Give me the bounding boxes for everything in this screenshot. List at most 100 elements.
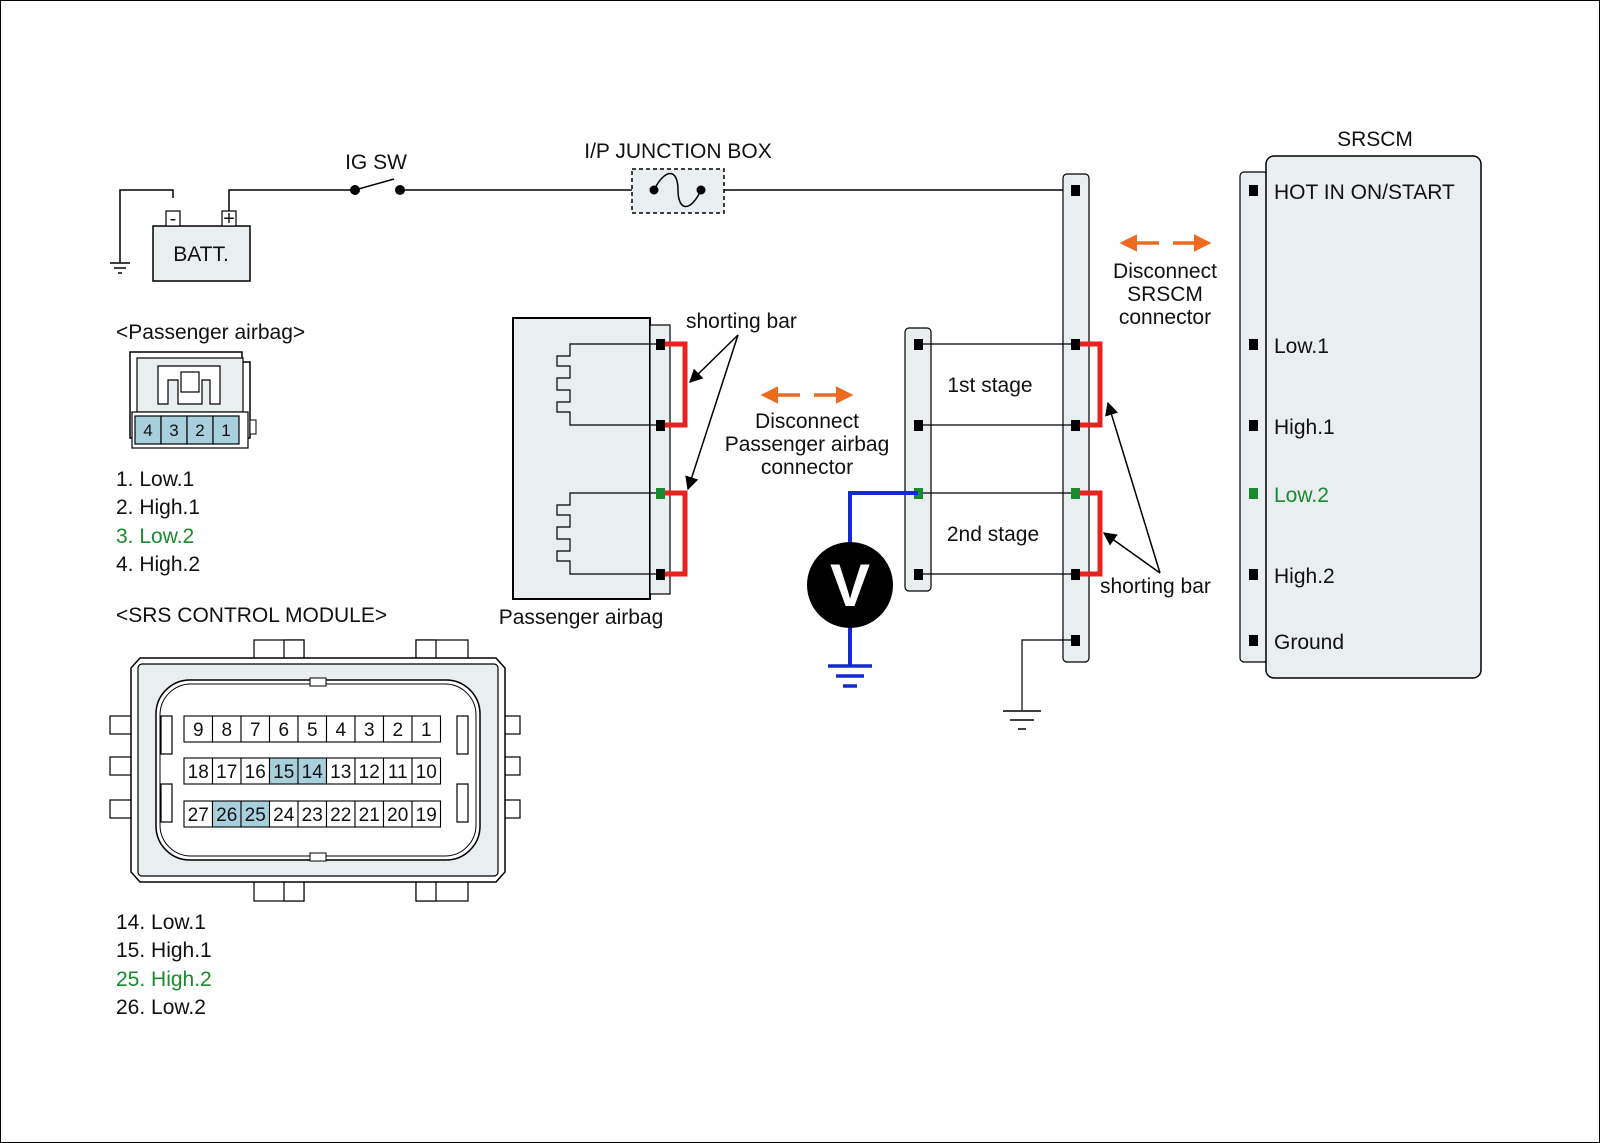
ip-junction-box-label: I/P JUNCTION BOX xyxy=(584,140,771,163)
srs-module-pin-number: 26 xyxy=(216,805,237,826)
srs-module-pin-number: 11 xyxy=(388,762,408,783)
srs-module-pin-cell xyxy=(382,757,413,785)
srscm-pin-high2: High.2 xyxy=(1274,565,1335,588)
srs-module-pin-number: 27 xyxy=(188,805,209,826)
passenger-pin-3: 3. Low.2 xyxy=(116,525,194,548)
srs-module-pin-number: 24 xyxy=(273,805,295,826)
power-circuit: - + BATT. IG SW I/P JUNCTION BOX xyxy=(110,140,1075,282)
srscm-pin-ground: Ground xyxy=(1274,631,1344,654)
passenger-connector-pin-number: 2 xyxy=(195,421,204,440)
srs-module-pin-number: 13 xyxy=(330,762,351,783)
srs-pin-14: 14. Low.1 xyxy=(116,911,206,934)
srs-pin-list: 14. Low.1 15. High.1 25. High.2 26. Low.… xyxy=(116,911,212,1019)
battery: - + BATT. xyxy=(152,208,251,282)
shorting-bar-arrow-3 xyxy=(1105,401,1161,574)
second-stage-label: 2nd stage xyxy=(947,523,1039,546)
srs-module-pin-number: 5 xyxy=(307,720,318,741)
srs-module-pin-number: 19 xyxy=(416,805,437,826)
srs-module-pin-cell xyxy=(240,715,271,743)
srs-module-title: <SRS CONTROL MODULE> xyxy=(116,604,387,627)
ignition-switch: IG SW xyxy=(345,151,407,195)
passenger-connector-pin-cell xyxy=(134,415,162,445)
srs-module-pin-cell xyxy=(268,757,299,785)
passenger-connector-pin-number: 1 xyxy=(221,421,230,440)
srscm-pin-low1: Low.1 xyxy=(1274,335,1329,358)
first-stage-label: 1st stage xyxy=(947,374,1032,397)
srs-module-pin-cell xyxy=(411,757,442,785)
srscm-pin-low2: Low.2 xyxy=(1274,484,1329,507)
srs-module-pin-number: 22 xyxy=(330,805,351,826)
srs-module-pin-cell xyxy=(297,757,328,785)
passenger-pin-2: 2. High.1 xyxy=(116,496,200,519)
disconnect-pab-line3: connector xyxy=(761,456,853,479)
srs-module-pin-cell xyxy=(211,800,242,828)
passenger-connector-pin-cell xyxy=(212,415,240,445)
srs-module-pin-cell xyxy=(211,757,242,785)
srs-module-pin-number: 16 xyxy=(245,762,266,783)
passenger-airbag-unit: Passenger airbag xyxy=(499,317,688,629)
srs-module-pin-number: 2 xyxy=(392,720,403,741)
shorting-bar-bottom-label: shorting bar xyxy=(1100,575,1211,598)
srs-module-pin-cell xyxy=(240,800,271,828)
srs-module-pin-cell xyxy=(411,800,442,828)
srs-module-pin-cell xyxy=(183,800,214,828)
srs-module-pin-cell xyxy=(297,715,328,743)
srs-pin-25: 25. High.2 xyxy=(116,968,212,991)
passenger-airbag-title: <Passenger airbag> xyxy=(116,321,305,344)
passenger-pin-1: 1. Low.1 xyxy=(116,468,194,491)
srscm-pin-hot-in: HOT IN ON/START xyxy=(1274,181,1455,204)
disconnect-pab-line1: Disconnect xyxy=(755,410,859,433)
passenger-pin-list: 1. Low.1 2. High.1 3. Low.2 4. High.2 xyxy=(116,468,200,576)
srs-pin-15: 15. High.1 xyxy=(116,939,212,962)
srs-module-pin-number: 20 xyxy=(387,805,408,826)
srs-pin-26: 26. Low.2 xyxy=(116,996,206,1019)
disconnect-pab-line2: Passenger airbag xyxy=(725,433,890,456)
srs-module-pin-number: 1 xyxy=(421,720,432,741)
ig-sw-label: IG SW xyxy=(345,151,407,174)
voltmeter-symbol: V xyxy=(830,552,870,619)
srs-module-pin-number: 18 xyxy=(188,762,209,783)
srs-module-pin-number: 12 xyxy=(359,762,380,783)
ip-junction-box: I/P JUNCTION BOX xyxy=(584,140,772,214)
srs-module-pin-cell xyxy=(183,715,214,743)
passenger-connector-pin-number: 3 xyxy=(169,421,178,440)
srs-module-pin-number: 3 xyxy=(364,720,375,741)
battery-negative-label: - xyxy=(170,208,177,230)
srs-module-pin-number: 25 xyxy=(245,805,266,826)
srs-module-pin-cell xyxy=(240,757,271,785)
shorting-bar-arrow-2 xyxy=(685,334,739,491)
srs-module-pin-cell xyxy=(411,715,442,743)
srs-module-pin-number: 4 xyxy=(335,720,346,741)
srs-module-pin-number: 14 xyxy=(302,762,324,783)
srs-module-pin-number: 23 xyxy=(302,805,323,826)
passenger-pin-4: 4. High.2 xyxy=(116,553,200,576)
srs-module-pin-number: 10 xyxy=(416,762,437,783)
srs-module-pin-cell xyxy=(325,800,356,828)
passenger-airbag-label: Passenger airbag xyxy=(499,606,664,629)
srscm-module: SRSCM HOT IN ON/START Low.1 High.1 Low.2… xyxy=(1239,128,1482,679)
srs-module-pin-cell xyxy=(268,715,299,743)
passenger-connector-pin-cell xyxy=(186,415,214,445)
disconnect-srscm-line2: SRSCM xyxy=(1127,283,1203,306)
srs-module-pin-number: 9 xyxy=(193,720,204,741)
battery-positive-label: + xyxy=(223,208,235,230)
disconnect-srscm-line1: Disconnect xyxy=(1113,260,1217,283)
srs-module-pin-number: 8 xyxy=(221,720,232,741)
shorting-bar-top-label: shorting bar xyxy=(686,310,797,333)
srscm-pin-high1: High.1 xyxy=(1274,416,1335,439)
battery-label: BATT. xyxy=(173,243,229,266)
srs-module-pin-number: 17 xyxy=(216,762,237,783)
srs-module-pin-number: 7 xyxy=(250,720,261,741)
passenger-connector-pin-number: 4 xyxy=(143,421,152,440)
srs-module-pin-cell xyxy=(325,715,356,743)
srs-module-pin-number: 21 xyxy=(359,805,380,826)
voltmeter: V xyxy=(807,491,918,688)
srs-module-pin-cell xyxy=(382,800,413,828)
srs-module-pin-cell xyxy=(297,800,328,828)
shorting-bar-arrow-1 xyxy=(689,334,739,383)
disconnect-srscm-line3: connector xyxy=(1119,306,1211,329)
srs-module-pin-number: 15 xyxy=(273,762,294,783)
harness-circuit: 1st stage 2nd stage xyxy=(904,173,1103,730)
srs-module-pin-number: 6 xyxy=(278,720,289,741)
